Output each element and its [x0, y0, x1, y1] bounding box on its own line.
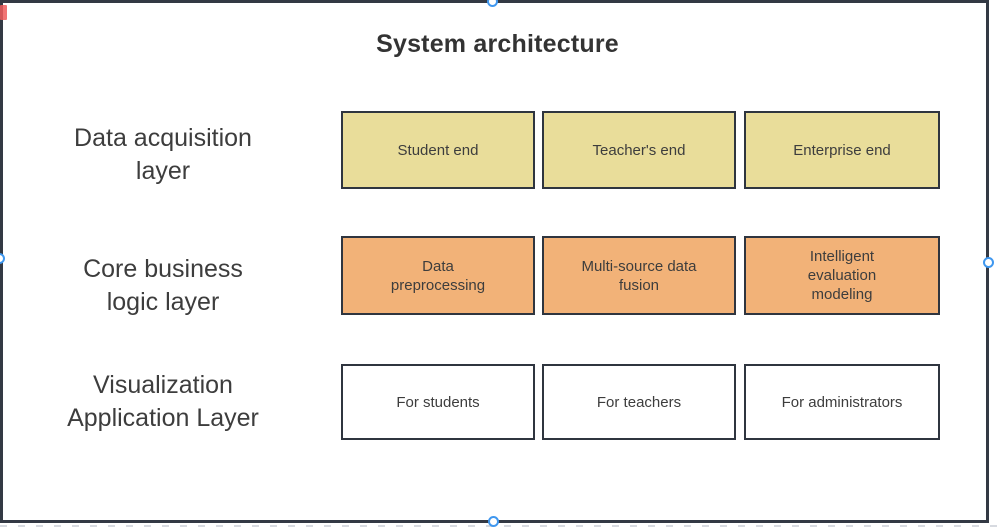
- box-for-administrators[interactable]: For administrators: [744, 364, 940, 440]
- box-multi-source-data-fusion[interactable]: Multi-source data fusion: [542, 236, 736, 315]
- resize-handle-top[interactable]: [487, 0, 498, 7]
- layer-label-visualization-application[interactable]: Visualization Application Layer: [67, 371, 259, 432]
- box-label: Multi-source data fusion: [581, 257, 697, 294]
- box-label: Enterprise end: [793, 141, 891, 159]
- resize-handle-left[interactable]: [0, 253, 5, 264]
- box-data-preprocessing[interactable]: Data preprocessing: [341, 236, 535, 315]
- box-for-teachers[interactable]: For teachers: [542, 364, 736, 440]
- box-intelligent-evaluation-modeling[interactable]: Intelligent evaluation modeling: [744, 236, 940, 315]
- box-label: For teachers: [596, 393, 682, 411]
- diagram-title[interactable]: System architecture: [376, 30, 619, 58]
- resize-handle-bottom[interactable]: [488, 516, 499, 527]
- box-label: For administrators: [781, 393, 903, 411]
- box-student-end[interactable]: Student end: [341, 111, 535, 189]
- layer-label-core-business-logic[interactable]: Core business logic layer: [83, 255, 243, 316]
- box-label: Teacher's end: [592, 141, 686, 159]
- box-label: Student end: [397, 141, 479, 159]
- gridline-dashes: [0, 525, 999, 527]
- box-label: For students: [396, 393, 480, 411]
- box-label: Data preprocessing: [390, 257, 486, 294]
- box-enterprise-end[interactable]: Enterprise end: [744, 111, 940, 189]
- resize-handle-right[interactable]: [983, 257, 994, 268]
- layer-label-data-acquisition[interactable]: Data acquisition layer: [74, 124, 252, 185]
- box-for-students[interactable]: For students: [341, 364, 535, 440]
- box-label: Intelligent evaluation modeling: [807, 248, 877, 303]
- box-teachers-end[interactable]: Teacher's end: [542, 111, 736, 189]
- collaborator-marker: [0, 5, 7, 20]
